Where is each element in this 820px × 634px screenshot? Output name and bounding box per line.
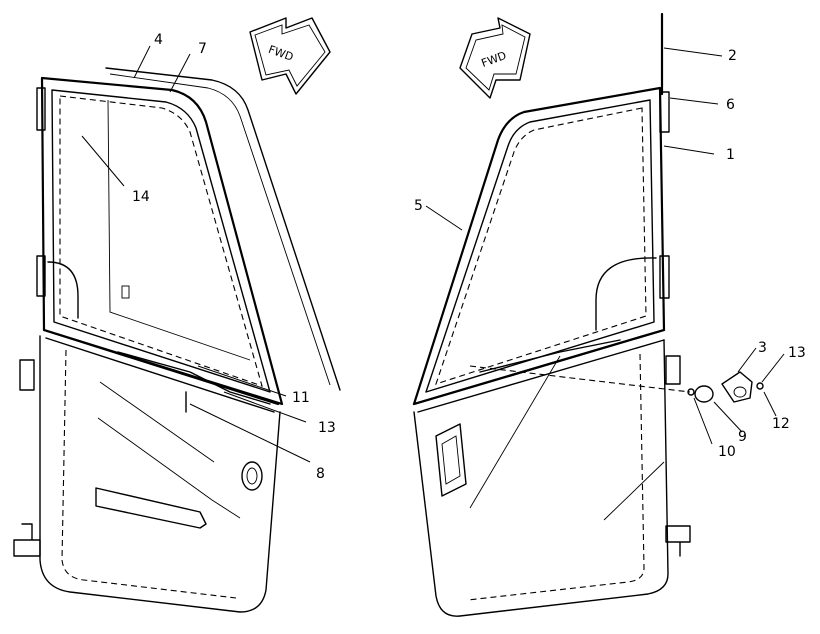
latch-washer-9 [694,385,714,403]
right-window-rail [412,328,666,406]
left-window-rail-lower [45,337,275,413]
left-glass-latch [121,285,130,299]
left-door-handle-inner [246,467,258,485]
latch-centerline [469,365,691,393]
latch-screw-13 [756,382,764,390]
callout-9: 9 [738,429,747,445]
left-grab-handle [47,261,79,319]
fwd-arrow-right: FWD [459,17,531,99]
latch-nut-10 [687,388,695,396]
left-bracket-upper [19,359,35,391]
left-regulator [117,351,271,405]
right-window-frame [412,86,666,406]
right-door-assembly [412,12,764,617]
callout-10: 10 [718,444,736,460]
callout-13-left: 13 [318,420,336,436]
callout-13-right: 13 [788,345,806,361]
left-armrest-pocket [95,487,207,529]
left-window-frame [40,76,284,406]
callout-3: 3 [758,340,767,356]
left-door-trim-line [99,381,215,463]
leader-lines [81,45,785,463]
callout-2: 2 [728,48,737,64]
right-grab-handle [595,257,657,331]
fwd-label-right: FWD [480,49,509,70]
callout-12: 12 [772,416,790,432]
right-bracket-upper [665,355,681,385]
right-door-panel-edge [467,353,645,601]
left-hinge-upper [36,87,46,131]
callout-14: 14 [132,189,150,205]
right-door-panel [413,339,669,617]
latch-body-3 [721,371,753,403]
right-hinge-lower [659,255,670,299]
left-door-handle [241,461,263,491]
callout-1: 1 [726,147,735,163]
callout-6: 6 [726,97,735,113]
left-window-rail [42,328,280,406]
callout-4: 4 [154,32,163,48]
left-window-frame-seal [59,95,263,387]
right-handle-pocket-inner [441,435,461,485]
left-inner-glass [107,99,251,361]
right-bracket-lower [665,525,691,557]
right-handle-pocket [435,423,467,497]
callout-7: 7 [198,41,207,57]
fwd-arrow-left: FWD [249,17,331,95]
right-door-trim-line [469,355,561,509]
left-bracket-lower [13,523,41,557]
callout-11: 11 [292,390,310,406]
left-door-assembly [13,67,341,613]
callout-8: 8 [316,466,325,482]
callout-5: 5 [414,198,423,214]
fwd-label-left: FWD [267,43,296,64]
right-door-trim-line-2 [603,461,665,521]
left-door-panel [39,335,281,613]
left-window-glass [105,67,341,391]
right-window-rail-lower [417,339,665,413]
right-regulator [479,339,621,373]
left-hinge-lower [36,255,46,297]
left-door-trim-line-2 [97,417,241,519]
latch-body-3-hole [733,386,747,398]
right-window-frame-inner [425,99,655,393]
right-hinge-upper [659,91,670,133]
left-door-panel-edge [61,349,237,599]
left-window-glass-inner [109,73,331,386]
left-window-frame-inner [51,89,271,393]
right-window-frame-seal [435,107,647,385]
